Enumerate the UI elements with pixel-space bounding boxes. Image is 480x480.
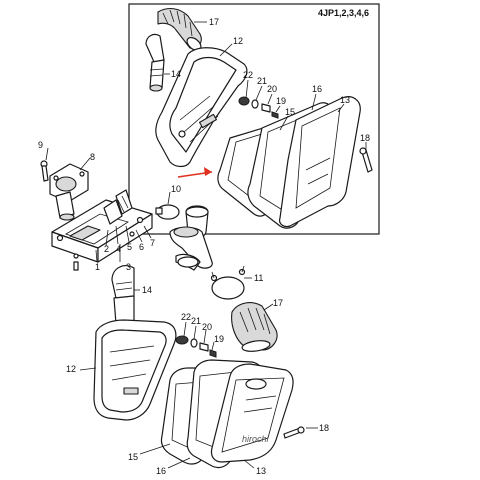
clamp-11: [210, 265, 246, 300]
label-17: 17: [273, 298, 283, 308]
label-2: 2: [104, 244, 109, 254]
label-16: 16: [156, 466, 166, 476]
inset-cover-13: [279, 96, 361, 228]
inset-label-15: 15: [285, 107, 295, 117]
cover-13: [210, 363, 294, 463]
inset-label-20: 20: [267, 84, 277, 94]
inset-fasteners: [238, 96, 279, 119]
inset-border: [128, 3, 380, 235]
inset-label-22: 22: [243, 70, 253, 80]
label-3: 3: [126, 262, 131, 272]
label-9: 9: [38, 140, 43, 150]
inset-label-18: 18: [360, 133, 370, 143]
label-20: 20: [202, 322, 212, 332]
inset-label-13: 13: [340, 95, 350, 105]
watermark: hirochi: [242, 434, 270, 444]
reed-valve-assembly: [51, 189, 153, 271]
label-18: 18: [319, 423, 329, 433]
inset-tube-14: [145, 33, 165, 92]
carb-hose: [169, 205, 213, 271]
label-5: 5: [127, 242, 132, 252]
label-11: 11: [254, 273, 263, 283]
label-19: 19: [214, 334, 224, 344]
inset-model-code: 4JP1,2,3,4,6: [318, 8, 369, 18]
label-15: 15: [128, 452, 138, 462]
label-4: 4: [116, 244, 121, 254]
inset-leaders: [164, 21, 367, 150]
label-22: 22: [181, 312, 191, 322]
main-leaders: [45, 147, 318, 469]
label-21: 21: [191, 316, 201, 326]
label-1: 1: [95, 262, 100, 272]
inset-screw-18: [359, 147, 373, 173]
inset-label-12: 12: [233, 36, 243, 46]
inset-panel: 4JP1,2,3,4,6: [128, 3, 380, 235]
inset-label-16: 16: [312, 84, 322, 94]
clamp-10: [155, 204, 180, 220]
label-8: 8: [90, 152, 95, 162]
intake-hose-17: [231, 302, 278, 352]
inset-label-17: 17: [209, 17, 219, 27]
label-10: 10: [171, 184, 181, 194]
label-7: 7: [150, 238, 155, 248]
inset-case-12: [155, 47, 248, 168]
screw-18: [283, 426, 305, 439]
case-12: [93, 319, 177, 421]
label-6: 6: [139, 242, 144, 252]
label-14: 14: [142, 285, 152, 295]
inset-intake-hose-17: [157, 7, 202, 52]
tube-14: [111, 265, 135, 329]
fasteners-main: [175, 335, 217, 358]
bolt-9: [40, 160, 49, 182]
red-pointer-arrow: [177, 167, 213, 178]
inset-label-19: 19: [276, 96, 286, 106]
inset-label-14: 14: [171, 69, 181, 79]
inset-label-21: 21: [257, 76, 267, 86]
label-12: 12: [66, 364, 76, 374]
carb-joint-8: [49, 163, 89, 221]
label-13: 13: [256, 466, 266, 476]
